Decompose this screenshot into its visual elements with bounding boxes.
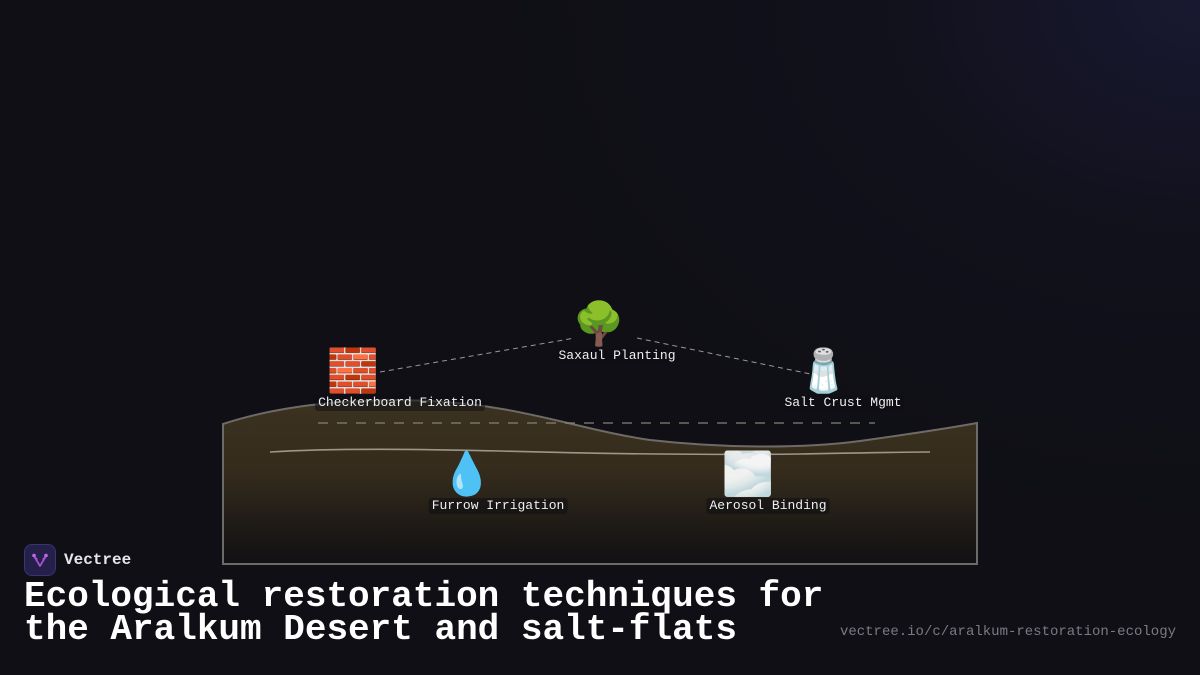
node-salt-crust-mgmt[interactable]: 🧂 Salt Crust Mgmt <box>781 346 905 411</box>
title-line-2: the Aralkum Desert and salt-flats <box>24 609 737 650</box>
vectree-logo-icon <box>24 544 56 576</box>
node-label: Furrow Irrigation <box>428 498 568 514</box>
node-checkerboard-fixation[interactable]: 🧱 Checkerboard Fixation <box>315 347 485 411</box>
node-label: Saxaul Planting <box>555 348 679 364</box>
page-title: Ecological restoration techniques for th… <box>24 576 824 650</box>
fog-icon: 🌫️ <box>721 449 775 498</box>
terrain-cross-section <box>222 399 978 565</box>
salt-shaker-icon: 🧂 <box>797 346 851 395</box>
brand-name: Vectree <box>64 551 132 569</box>
node-label: Aerosol Binding <box>706 498 830 514</box>
edge-checkerboard-saxaul <box>379 337 576 373</box>
tree-icon: 🌳 <box>572 299 626 348</box>
furrow-line <box>269 448 931 456</box>
node-furrow-irrigation[interactable]: 💧 Furrow Irrigation <box>428 449 568 514</box>
brick-icon: 🧱 <box>326 346 380 395</box>
droplet-icon: 💧 <box>440 449 494 498</box>
node-label: Checkerboard Fixation <box>315 395 485 411</box>
source-url[interactable]: vectree.io/c/aralkum-restoration-ecology <box>839 624 1176 640</box>
title-line-1: Ecological restoration techniques for <box>24 576 824 617</box>
node-saxaul-planting[interactable]: 🌳 Saxaul Planting <box>555 299 679 364</box>
node-aerosol-binding[interactable]: 🌫️ Aerosol Binding <box>706 449 830 514</box>
brand[interactable]: Vectree <box>24 544 131 576</box>
node-label: Salt Crust Mgmt <box>781 395 905 411</box>
